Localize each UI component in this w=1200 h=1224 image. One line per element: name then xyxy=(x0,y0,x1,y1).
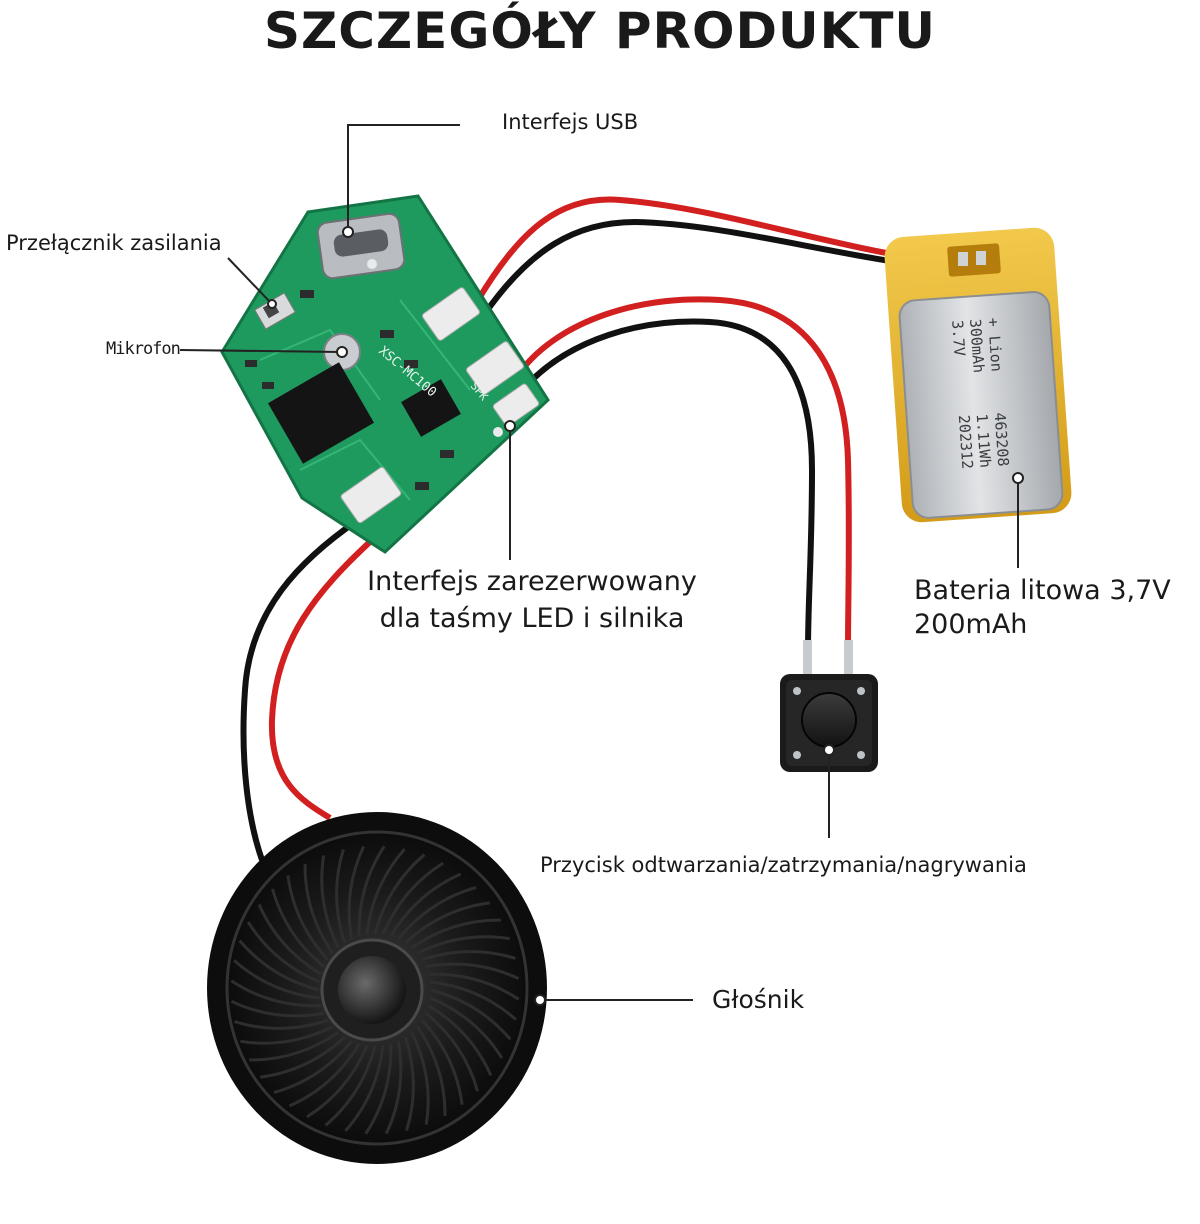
usb-port xyxy=(316,212,406,280)
speaker-cone-rib xyxy=(425,962,520,981)
speaker-cone-rib xyxy=(324,1045,377,1127)
speaker-cone-rib xyxy=(429,996,504,1059)
speaker-cone-rib xyxy=(364,1043,393,1135)
speaker-wires xyxy=(240,517,375,861)
speaker-cone-rib xyxy=(240,1025,334,1045)
battery-label: Bateria litowa 3,7V 200mAh xyxy=(914,574,1171,642)
battery-label-line2: 200mAh xyxy=(914,609,1028,640)
speaker-cone-rib xyxy=(410,1031,430,1125)
speaker-cone-rib xyxy=(273,1039,353,1094)
speaker-cone-rib xyxy=(257,903,323,976)
microphone-label: Mikrofon xyxy=(106,339,181,359)
speaker-cone-rib xyxy=(303,864,334,955)
speaker-cone-rib xyxy=(347,845,366,940)
leader-lines xyxy=(179,124,1019,1001)
page-title: SZCZEGÓŁY PRODUKTU xyxy=(263,2,937,60)
speaker-cone-rib xyxy=(230,979,322,1008)
speaker-cone-rib xyxy=(233,959,320,1000)
speaker-cone-rib xyxy=(424,1012,479,1092)
speaker-cone-rib xyxy=(344,1045,385,1132)
usb-interface-label: Interfejs USB xyxy=(502,110,639,134)
speaker-cone-rib xyxy=(306,1044,369,1119)
speaker-label: Głośnik xyxy=(712,985,805,1014)
pcb-board: XSC-MC100 SPK xyxy=(220,194,550,554)
speaker-cone-rib xyxy=(428,972,520,1001)
speaker-cone-rib xyxy=(410,918,501,949)
leader-dots xyxy=(267,226,1024,1006)
svg-text:202312: 202312 xyxy=(955,414,977,469)
svg-text:+ Lion: + Lion xyxy=(984,317,1006,372)
speaker-cone-rib xyxy=(427,1004,493,1077)
power-switch-label: Przełącznik zasilania xyxy=(6,231,222,255)
lithium-battery: + Lion 300mAh 3.7V 463208 1.11Wh 202312 xyxy=(884,227,1072,523)
push-button xyxy=(780,640,878,772)
speaker-cone-rib xyxy=(357,845,386,937)
svg-text:1.11Wh: 1.11Wh xyxy=(973,413,995,468)
speaker-cone-rib xyxy=(397,886,477,941)
speaker-cone-rib xyxy=(403,1036,415,1131)
speaker-cone-rib xyxy=(373,853,426,935)
speaker-cone-rib xyxy=(381,861,444,936)
speaker-cone-rib xyxy=(271,888,326,968)
play-record-button-label: Przycisk odtwarzania/zatrzymania/nagrywa… xyxy=(540,853,1027,877)
svg-text:3.7V: 3.7V xyxy=(948,320,968,357)
speaker-cone-rib xyxy=(416,1025,447,1116)
speaker-cone-rib xyxy=(234,1018,329,1030)
battery-wires xyxy=(475,196,956,314)
svg-text:463208: 463208 xyxy=(991,412,1013,467)
speaker-cone-rib xyxy=(335,849,347,944)
led-motor-label-line1: Interfejs zarezerwowany xyxy=(367,566,697,597)
led-motor-interface-label: Interfejs zarezerwowany dla taśmy LED i … xyxy=(332,563,732,637)
speaker-cone-rib xyxy=(430,988,512,1041)
speaker-cone-rib xyxy=(430,980,517,1021)
battery-print: + Lion 300mAh 3.7V 463208 1.11Wh 202312 xyxy=(948,317,1012,470)
speaker-cone-rib xyxy=(384,1040,403,1135)
speaker-cone-rib xyxy=(249,1031,340,1062)
speaker-cone-rib xyxy=(389,872,462,938)
battery-label-line1: Bateria litowa 3,7V xyxy=(914,575,1171,606)
speaker-cone-rib xyxy=(288,1042,361,1108)
speaker-cone-rib xyxy=(365,848,406,935)
speaker-cone-rib xyxy=(420,1019,464,1105)
speaker-cone-rib xyxy=(404,901,490,945)
speaker-cone-rib xyxy=(238,939,320,992)
speaker-cone-rib xyxy=(230,999,325,1018)
speaker-cone-rib xyxy=(286,875,330,961)
speaker-cone-rib xyxy=(246,921,321,984)
button-wires xyxy=(517,296,852,651)
led-motor-label-line2: dla taśmy LED i silnika xyxy=(379,603,685,634)
speaker-cone-rib xyxy=(260,1035,346,1079)
svg-text:300mAh: 300mAh xyxy=(966,318,988,373)
speaker-cone-rib xyxy=(421,950,516,962)
speaker-cone-rib xyxy=(320,855,340,949)
speaker-cone-rib xyxy=(416,935,510,955)
speaker xyxy=(207,812,547,1164)
